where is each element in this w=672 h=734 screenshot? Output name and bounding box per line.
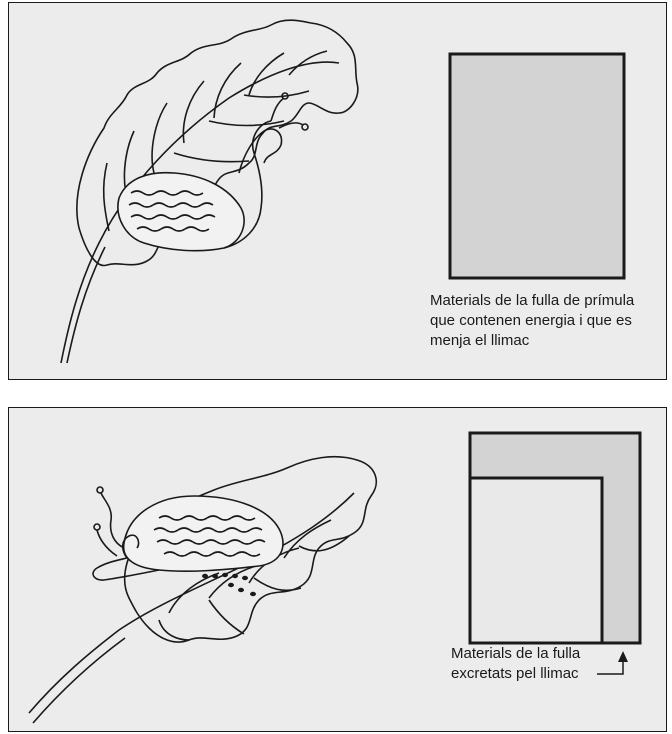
caption-eaten-materials: Materials de la fulla de prímula que con… [430,291,634,351]
excreted-materials-box [470,433,640,643]
caption-line: Materials de la fulla [451,644,580,664]
panel-eaten-materials: Materials de la fulla de prímula que con… [8,2,667,380]
caption-line: excretats pel llimac [451,664,580,684]
energy-materials-box [450,54,624,278]
caption-line: Materials de la fulla de prímula [430,291,634,311]
caption-excreted-materials: Materials de la fulla excretats pel llim… [451,644,580,684]
caption-line: menja el llimac [430,331,634,351]
caption-line: que contenen energia i que es [430,311,634,331]
panel-excreted-materials: Materials de la fulla excretats pel llim… [8,407,667,732]
leaf-snail-excreting-illustration [9,408,668,733]
